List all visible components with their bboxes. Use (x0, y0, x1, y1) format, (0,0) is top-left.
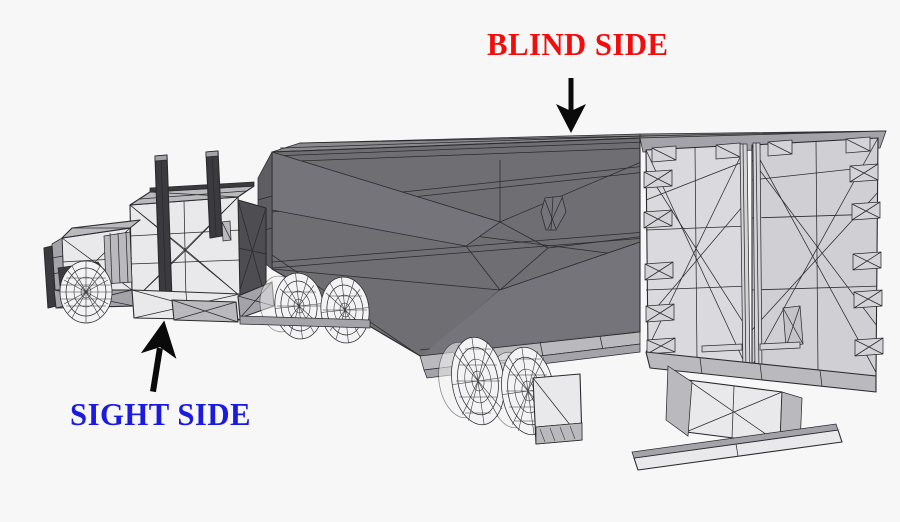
door-handle-plate (782, 305, 804, 348)
trailer-side-wireframe (272, 138, 640, 356)
left-door-wireframe (645, 144, 746, 367)
front-wheel (57, 260, 113, 324)
exhaust-stack-left (154, 154, 173, 303)
trailer-rear-doors (639, 130, 887, 377)
sight-side-label: SIGHT SIDE (70, 396, 251, 432)
exhaust-stack-right (205, 150, 223, 239)
blind-side-arrow (556, 78, 586, 133)
trailer-wheel-1 (451, 336, 505, 426)
icc-rear-bumper (631, 351, 877, 471)
door-hinges-left (643, 169, 676, 355)
mudflap (532, 373, 583, 445)
sleeper-back (237, 199, 267, 301)
cab-side-fairing (103, 231, 133, 285)
sleeper-cab (129, 181, 255, 303)
trailer-side-marker (540, 195, 567, 231)
door-top-hinges (651, 136, 871, 163)
door-hinges-right (849, 163, 884, 357)
blind-side-label: BLIND SIDE (487, 26, 669, 62)
door-locking-rods (701, 142, 801, 375)
tractor-unit (43, 150, 371, 344)
fuel-tank (171, 299, 239, 323)
trailer-tandem-wheels (438, 336, 555, 436)
tractor-frame-rail (239, 315, 371, 329)
sight-side-arrow (140, 320, 177, 393)
